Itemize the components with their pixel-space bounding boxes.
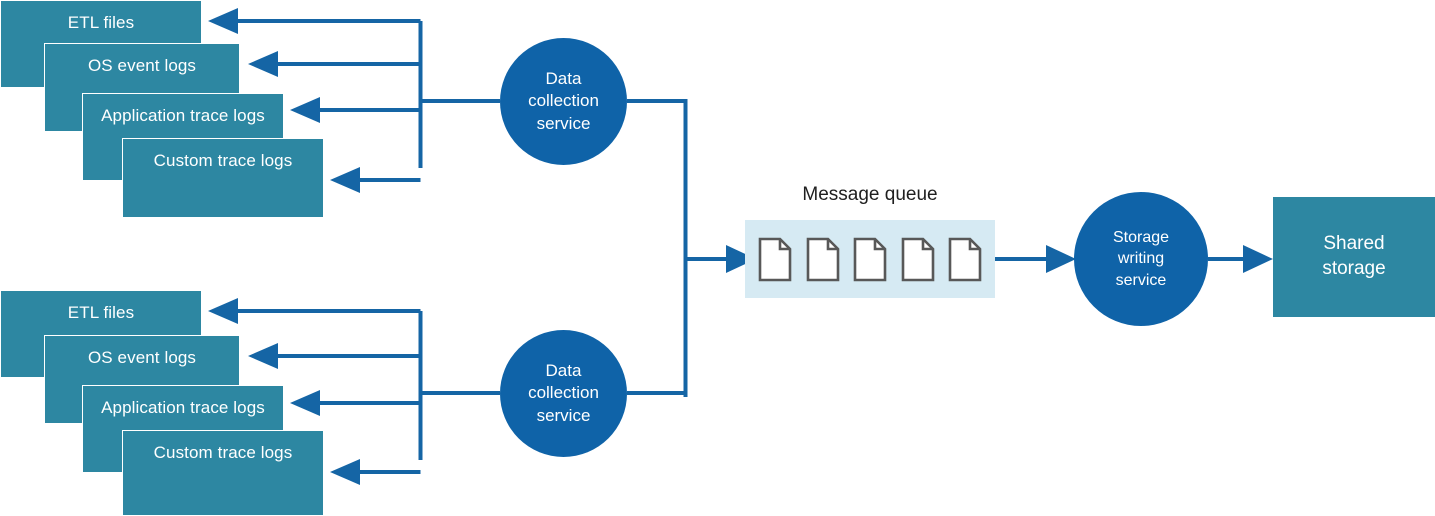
queue-to-writer-arrowhead <box>1046 245 1076 273</box>
circle-label-line-3: service <box>1115 271 1167 289</box>
data-collection-service-bottom[interactable]: Data collection service <box>500 330 627 457</box>
source-label: OS event logs <box>87 348 197 367</box>
source-label: Custom trace logs <box>153 151 293 170</box>
top-branch-1-arrowhead <box>208 8 238 34</box>
message-queue-panel[interactable] <box>745 220 995 298</box>
source-box-custom-trace-logs-top[interactable]: Custom trace logs <box>122 138 324 218</box>
bottom-branch-3-arrowhead <box>290 390 320 416</box>
top-branch-2-arrowhead <box>248 51 278 77</box>
source-label: ETL files <box>67 13 135 32</box>
circle-label-line-1: Data <box>545 68 582 88</box>
circle-label: Storage writing service <box>1113 227 1169 290</box>
storage-writing-service[interactable]: Storage writing service <box>1074 192 1208 326</box>
circle-label-line-1: Data <box>545 360 582 380</box>
circle-label-line-2: collection <box>528 383 599 403</box>
service-to-queue-connectors <box>627 99 756 397</box>
message-document-icon <box>901 237 934 281</box>
message-queue-label: Message queue <box>802 184 938 205</box>
message-document-icon <box>948 237 982 281</box>
circle-label-line-1: Storage <box>1112 229 1170 247</box>
shared-storage-label: Shared storage <box>1322 232 1385 281</box>
circle-label: Data collection service <box>528 360 599 427</box>
shared-storage-label-line-1: Shared <box>1323 233 1385 255</box>
writer-to-storage-arrowhead <box>1243 245 1273 273</box>
data-collection-service-top[interactable]: Data collection service <box>500 38 627 165</box>
source-label: OS event logs <box>87 56 197 75</box>
source-box-custom-trace-logs-bottom[interactable]: Custom trace logs <box>122 430 324 516</box>
source-label: ETL files <box>67 303 135 322</box>
writer-to-storage-connector <box>1208 245 1273 273</box>
bottom-branch-1-arrowhead <box>208 298 238 324</box>
top-branch-3-arrowhead <box>290 97 320 123</box>
top-branch-4-arrowhead <box>330 167 360 193</box>
circle-label-line-2: writing <box>1117 250 1165 268</box>
bottom-branch-4-arrowhead <box>330 459 360 485</box>
circle-label-line-2: collection <box>528 91 599 111</box>
message-document-icon <box>806 237 839 281</box>
bottom-branch-2-arrowhead <box>248 343 278 369</box>
source-label: Application trace logs <box>101 106 265 125</box>
circle-label: Data collection service <box>528 68 599 135</box>
message-document-icon <box>853 237 887 281</box>
queue-to-writer-connector <box>995 245 1076 273</box>
top-service-to-queue-line <box>627 99 688 397</box>
source-label: Application trace logs <box>101 398 265 417</box>
circle-label-line-3: service <box>536 405 591 425</box>
shared-storage-label-line-2: storage <box>1322 258 1386 279</box>
message-document-icon <box>758 237 792 281</box>
circle-label-line-3: service <box>536 113 591 133</box>
source-label: Custom trace logs <box>153 443 293 462</box>
shared-storage-box[interactable]: Shared storage <box>1273 197 1435 317</box>
